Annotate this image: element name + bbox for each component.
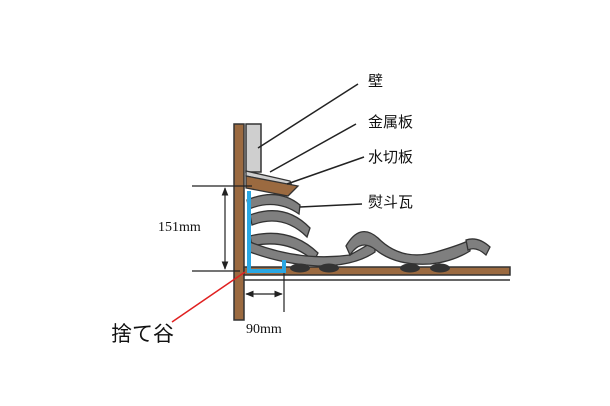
wall-board bbox=[245, 123, 262, 173]
leader-wall bbox=[257, 83, 359, 149]
label-wall: 壁 bbox=[368, 72, 384, 90]
roof-board bbox=[243, 266, 511, 276]
tile-lip-2 bbox=[319, 263, 339, 273]
label-sute-tani: 捨て谷 bbox=[111, 322, 174, 346]
noshi-tile-2 bbox=[249, 210, 311, 239]
label-flashing: 水切板 bbox=[368, 148, 414, 166]
wall-post bbox=[233, 123, 245, 321]
tile-lip-4 bbox=[430, 263, 450, 273]
leader-sute-tani bbox=[171, 271, 246, 323]
roof-tile-right-2 bbox=[465, 238, 491, 257]
leader-noshi bbox=[299, 203, 363, 208]
leader-flashing bbox=[286, 156, 365, 185]
label-metal-plate: 金属板 bbox=[368, 113, 414, 131]
noshi-tile-1 bbox=[246, 193, 301, 216]
sute-tani-valley bbox=[247, 191, 286, 273]
tile-lip-3 bbox=[400, 263, 420, 273]
tile-lip-1 bbox=[290, 263, 310, 273]
leader-metal-plate bbox=[269, 123, 357, 173]
label-width-dimension: 90mm bbox=[246, 322, 282, 337]
label-noshi-tile: 熨斗瓦 bbox=[368, 193, 414, 211]
flashing-board bbox=[245, 175, 300, 197]
label-height-dimension: 151mm bbox=[158, 220, 201, 235]
